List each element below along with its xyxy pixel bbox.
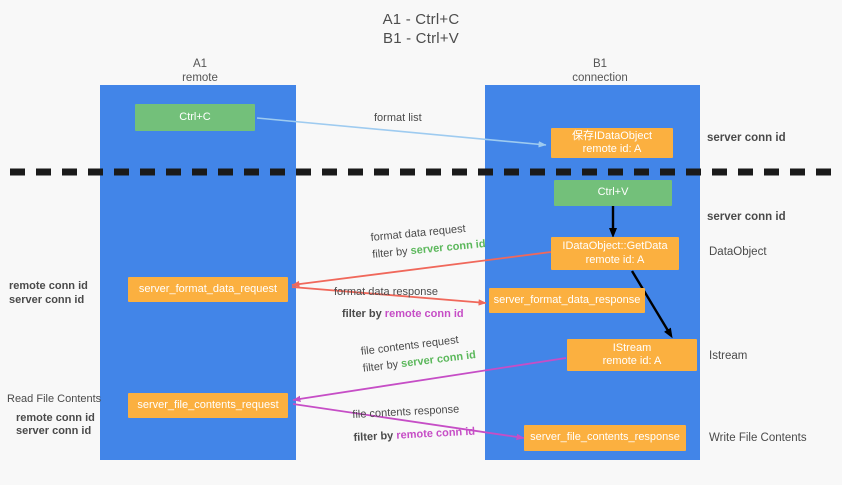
label-format-data-response: format data response [334,286,438,298]
right-label-server-conn-id-mid: server conn id [707,211,786,223]
label-format-list: format list [374,112,422,124]
label-format-data-response-filter: filter by remote conn id [342,307,464,321]
box-saved-idataobject-id: remote id: A [582,143,642,155]
left-label-server-conn-id-mid: server conn id [9,294,85,306]
box-getdata-id: remote id: A [585,253,645,266]
box-server-format-data-request[interactable]: server_format_data_request [128,277,288,302]
left-label-server-conn-id-bottom: server conn id [16,425,92,437]
column-header-a1: A1 remote [140,58,260,85]
box-server-file-contents-request-label: server_file_contents_request [137,398,279,411]
title-line-1: A1 - Ctrl+C [382,11,460,28]
left-label-remote-conn-id-mid: remote conn id [9,280,88,292]
box-idataobject-getdata[interactable]: IDataObject::GetData remote id: A [551,237,679,270]
box-server-format-data-response[interactable]: server_format_data_response [489,288,645,313]
filter-value-server-conn-id: server conn id [410,238,487,258]
box-server-format-data-response-label: server_format_data_response [493,293,641,306]
filter-prefix: filter by [342,308,385,320]
box-server-format-data-request-label: server_format_data_request [138,282,278,295]
box-saved-idataobject-title: 保存IDataObject [571,129,653,142]
right-label-istream: Istream [709,350,748,362]
box-ctrl-c[interactable]: Ctrl+C [135,104,255,131]
box-server-file-contents-request[interactable]: server_file_contents_request [128,393,288,418]
label-file-contents-request-group: file contents request filter by server c… [360,331,477,376]
left-label-remote-conn-id-bottom: remote conn id [16,412,95,424]
box-istream-id: remote id: A [602,355,662,367]
left-label-read-file-contents: Read File Contents [7,393,102,405]
filter-prefix: filter by [371,245,412,261]
page-title: A1 - Ctrl+C B1 - Ctrl+V [296,10,546,48]
filter-prefix: filter by [362,358,402,375]
filter-value-remote-conn-id: remote conn id [395,425,476,442]
label-file-contents-response-filter: filter by remote conn id [353,425,475,445]
box-ctrl-c-label: Ctrl+C [179,110,211,123]
column-a1-role: remote [182,71,218,84]
box-saved-idataobject[interactable]: 保存IDataObject remote id: A [551,128,673,158]
column-header-b1: B1 connection [535,58,665,85]
label-format-data-response-group: format data response filter by remote co… [334,285,464,321]
filter-prefix: filter by [353,429,397,444]
right-label-dataobject: DataObject [709,246,767,258]
column-a1-name: A1 [192,58,208,70]
column-b1-name: B1 [592,58,608,70]
title-line-2: B1 - Ctrl+V [383,30,459,47]
label-format-data-request-group: format data request filter by server con… [370,220,486,262]
box-ctrl-v[interactable]: Ctrl+V [554,180,672,206]
box-server-file-contents-response[interactable]: server_file_contents_response [524,425,686,451]
filter-value-remote-conn-id: remote conn id [384,308,464,320]
box-ctrl-v-label: Ctrl+V [597,186,629,199]
label-file-contents-response-group: file contents response filter by remote … [352,402,475,445]
box-getdata-title: IDataObject::GetData [562,240,668,252]
box-istream[interactable]: IStream remote id: A [567,339,697,371]
box-istream-title: IStream [612,341,652,354]
right-label-write-file-contents: Write File Contents [709,432,807,444]
box-server-file-contents-response-label: server_file_contents_response [530,431,680,444]
label-file-contents-response: file contents response [352,403,460,421]
right-label-server-conn-id-top: server conn id [707,132,786,144]
column-b1-role: connection [572,71,628,84]
